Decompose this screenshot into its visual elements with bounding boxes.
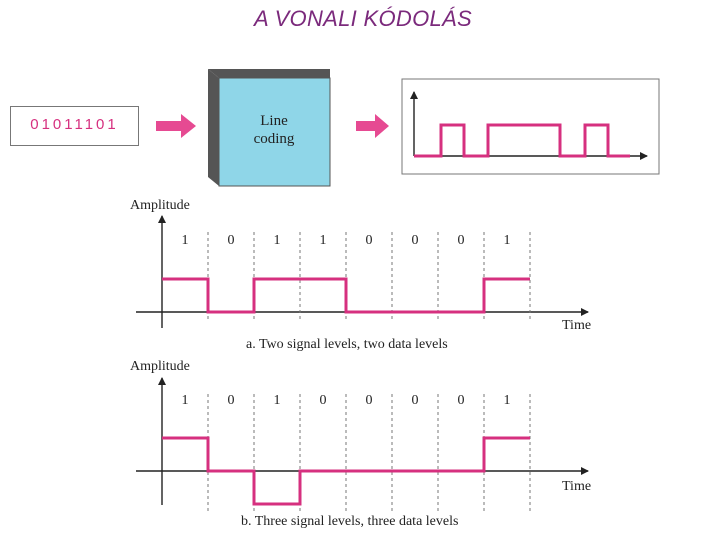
bit-sequence-text: 01011101 [30,116,119,133]
line-coding-label-line2: coding [253,131,295,147]
diagram-a-bit-labels: 1 0 1 1 0 0 0 1 [182,233,511,248]
line-coding-label: Line coding [229,112,319,148]
diagram-b-bit-label: 0 [366,393,373,408]
diagram-b-bit-labels: 1 0 1 0 0 0 0 1 [182,393,511,408]
line-coding-label-line1: Line [260,113,288,129]
diagram-b-signal [162,436,530,506]
bit-sequence-box: 01011101 [10,106,139,146]
diagram-a-bit-label: 0 [458,233,465,248]
diagram-a-bit-label: 0 [366,233,373,248]
diagram-a-y-label: Amplitude [130,198,190,213]
diagram-a-bit-label: 1 [320,233,327,248]
diagram-b-y-label: Amplitude [130,359,190,374]
diagram-a-grid [207,232,531,320]
diagram-a-bit-label: 1 [274,233,281,248]
output-signal-waveform [414,123,630,158]
page-title: A VONALI KÓDOLÁS [254,6,472,31]
output-signal-box [401,78,660,175]
diagram-b-caption: b. Three signal levels, three data level… [241,514,458,529]
diagram-a-bit-label: 1 [504,233,511,248]
diagram-a-bit-label: 0 [412,233,419,248]
diagram-b-bit-label: 0 [458,393,465,408]
diagram-b-grid [207,394,531,512]
diagram-b-bit-label: 0 [412,393,419,408]
diagram-a: Amplitude 1 0 1 1 0 0 0 1 Time a. Two signal le… [130,198,591,352]
diagram-b-bit-label: 1 [182,393,189,408]
diagram-b: Amplitude 1 0 1 0 0 0 0 1 Time b. Three signal … [130,359,591,529]
diagram-b-bit-label: 1 [274,393,281,408]
diagram-b-x-label: Time [562,479,591,494]
diagram-a-x-label: Time [562,318,591,333]
diagram-a-signal [162,277,530,314]
input-arrow [156,114,196,138]
output-arrow [356,114,389,138]
diagram-b-bit-label: 1 [504,393,511,408]
line-coding-block [208,69,331,187]
diagram-a-bit-label: 1 [182,233,189,248]
diagram-b-bit-label: 0 [228,393,235,408]
diagram-a-bit-label: 0 [228,233,235,248]
diagram-a-caption: a. Two signal levels, two data levels [246,337,448,352]
diagram-b-bit-label: 0 [320,393,327,408]
